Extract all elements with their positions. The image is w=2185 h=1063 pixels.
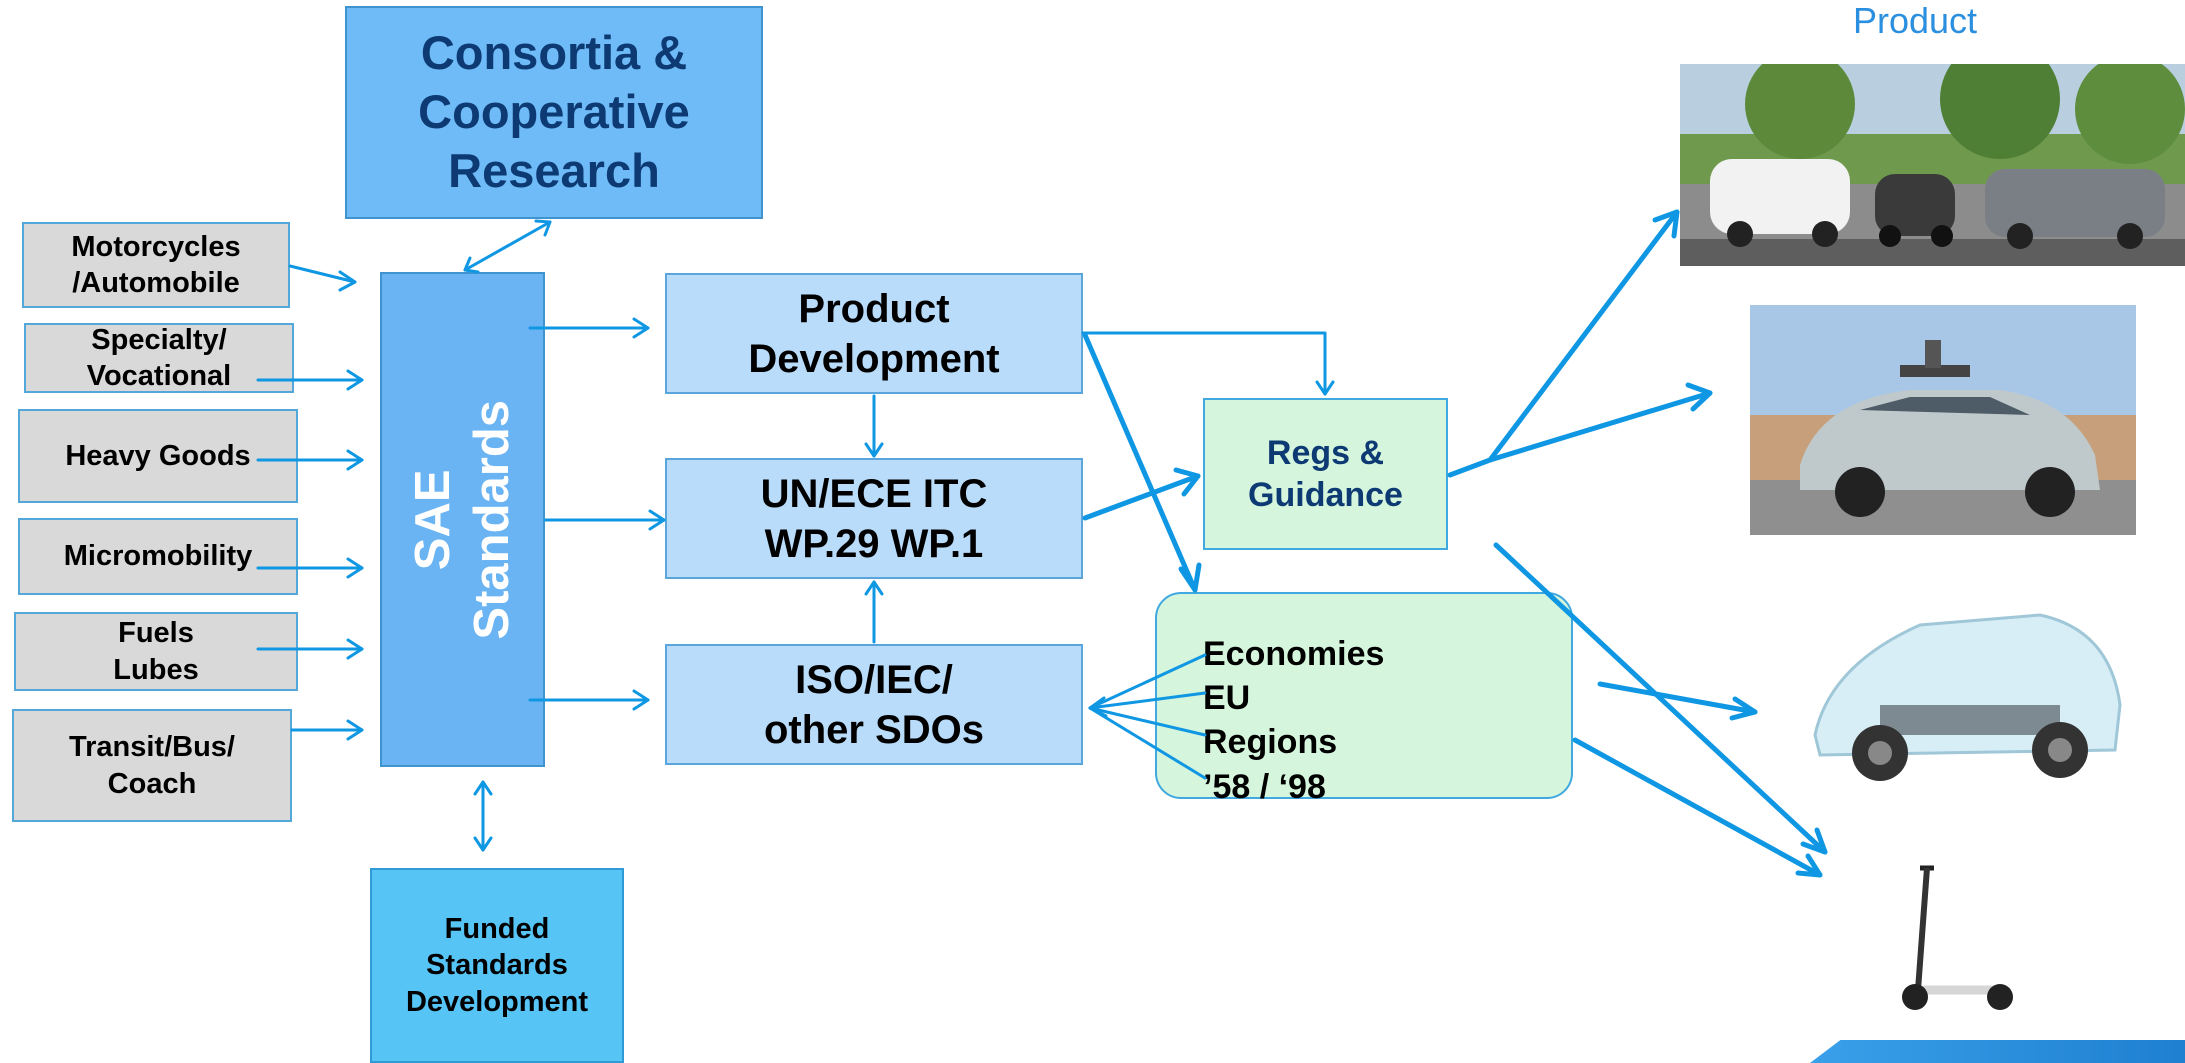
photo-small-cars (1680, 64, 2185, 266)
category-transit-bus-coach: Transit/Bus/ Coach (12, 709, 292, 822)
arrowhead (534, 219, 552, 237)
category-line: Fuels (118, 617, 194, 650)
category-fuels-lubes: Fuels Lubes (14, 612, 298, 691)
category-line: Motorcycles (71, 230, 241, 263)
photo-e-scooter (1870, 862, 2020, 1017)
arrowhead (632, 689, 650, 711)
economies-line: Regions (1203, 723, 1338, 762)
iso-line: other SDOs (763, 707, 985, 752)
category-line: Specialty/ (91, 323, 227, 356)
arrowhead (648, 509, 666, 531)
arrowhead (346, 449, 364, 471)
arrowhead (864, 580, 884, 596)
connector (1082, 473, 1201, 521)
corner-accent-bar (1810, 1040, 2185, 1063)
arrowhead (1795, 853, 1823, 878)
arrowhead (346, 557, 364, 579)
photo-autonomous-car (1750, 305, 2136, 535)
arrowhead (1173, 467, 1201, 497)
connector (1082, 332, 1198, 593)
arrowhead (1652, 209, 1680, 239)
connector (1088, 706, 1207, 780)
connector (1487, 390, 1713, 463)
consortia-line: Research (448, 143, 660, 197)
consortia-box: Consortia & Cooperative Research (345, 6, 763, 219)
economies-line: ’58 / ‘98 (1203, 767, 1326, 806)
consortia-line: Cooperative (418, 85, 690, 139)
photo-ev-cutaway (1790, 585, 2130, 800)
category-line: Micromobility (63, 540, 253, 573)
arrowhead (473, 780, 493, 796)
connector (1572, 737, 1823, 878)
product-development-line: Development (748, 336, 1000, 381)
connector (463, 220, 552, 272)
arrowhead (338, 270, 357, 292)
connector (1493, 542, 1828, 855)
economies-line: EU (1203, 679, 1251, 718)
arrowhead (346, 369, 364, 391)
arrowhead (346, 638, 364, 660)
funded-line: Development (405, 985, 589, 1018)
arrowhead (463, 256, 480, 274)
category-line: Lubes (113, 653, 199, 686)
arrowhead (1315, 380, 1335, 396)
unece-box: UN/ECE ITC WP.29 WP.1 (665, 458, 1083, 579)
unece-line: UN/ECE ITC (760, 471, 988, 516)
iso-sdo-box: ISO/IEC/ other SDOs (665, 644, 1083, 765)
funded-standards-box: Funded Standards Development (370, 868, 624, 1063)
category-heavy-goods: Heavy Goods (18, 409, 298, 503)
consortia-line: Consortia & (420, 26, 688, 80)
product-development-box: Product Development (665, 273, 1083, 394)
arrowhead (632, 317, 650, 339)
category-line: /Automobile (72, 267, 240, 299)
arrowhead (1088, 696, 1108, 718)
arrowhead (1178, 562, 1202, 593)
arrowhead (1685, 382, 1713, 412)
connector (1081, 331, 1327, 396)
connector (1088, 706, 1207, 737)
arrowhead (1729, 696, 1758, 721)
unece-line: WP.29 WP.1 (764, 521, 984, 566)
arrowhead (473, 836, 493, 852)
category-line: Transit/Bus/ (69, 731, 235, 764)
product-caption: Product (1852, 0, 1978, 41)
funded-line: Standards (426, 949, 568, 982)
category-motorcycles-automobile: Motorcycles /Automobile (22, 222, 290, 308)
arrowhead (864, 442, 884, 458)
connector (288, 264, 357, 284)
funded-line: Funded (444, 913, 550, 946)
connector (1088, 691, 1207, 710)
category-line: Vocational (86, 360, 232, 392)
category-line: Coach (107, 767, 197, 800)
category-line: Heavy Goods (65, 439, 251, 472)
arrowhead (1800, 827, 1828, 855)
category-micromobility: Micromobility (18, 518, 298, 595)
regs-line: Regs & (1266, 433, 1385, 472)
regs-guidance-box: Regs & Guidance (1203, 398, 1448, 550)
economies-box: Economies EU Regions ’58 / ‘98 (1155, 592, 1573, 806)
arrowhead (346, 719, 364, 741)
regs-line: Guidance (1248, 476, 1403, 514)
iso-line: ISO/IEC/ (795, 657, 953, 702)
connector (1597, 681, 1758, 715)
category-specialty-vocational: Specialty/ Vocational (24, 323, 294, 393)
connector (1088, 653, 1207, 710)
sae-standards-box: SAE Standards (380, 272, 545, 767)
product-development-line: Product (798, 286, 950, 331)
economies-line: Economies (1203, 635, 1385, 673)
